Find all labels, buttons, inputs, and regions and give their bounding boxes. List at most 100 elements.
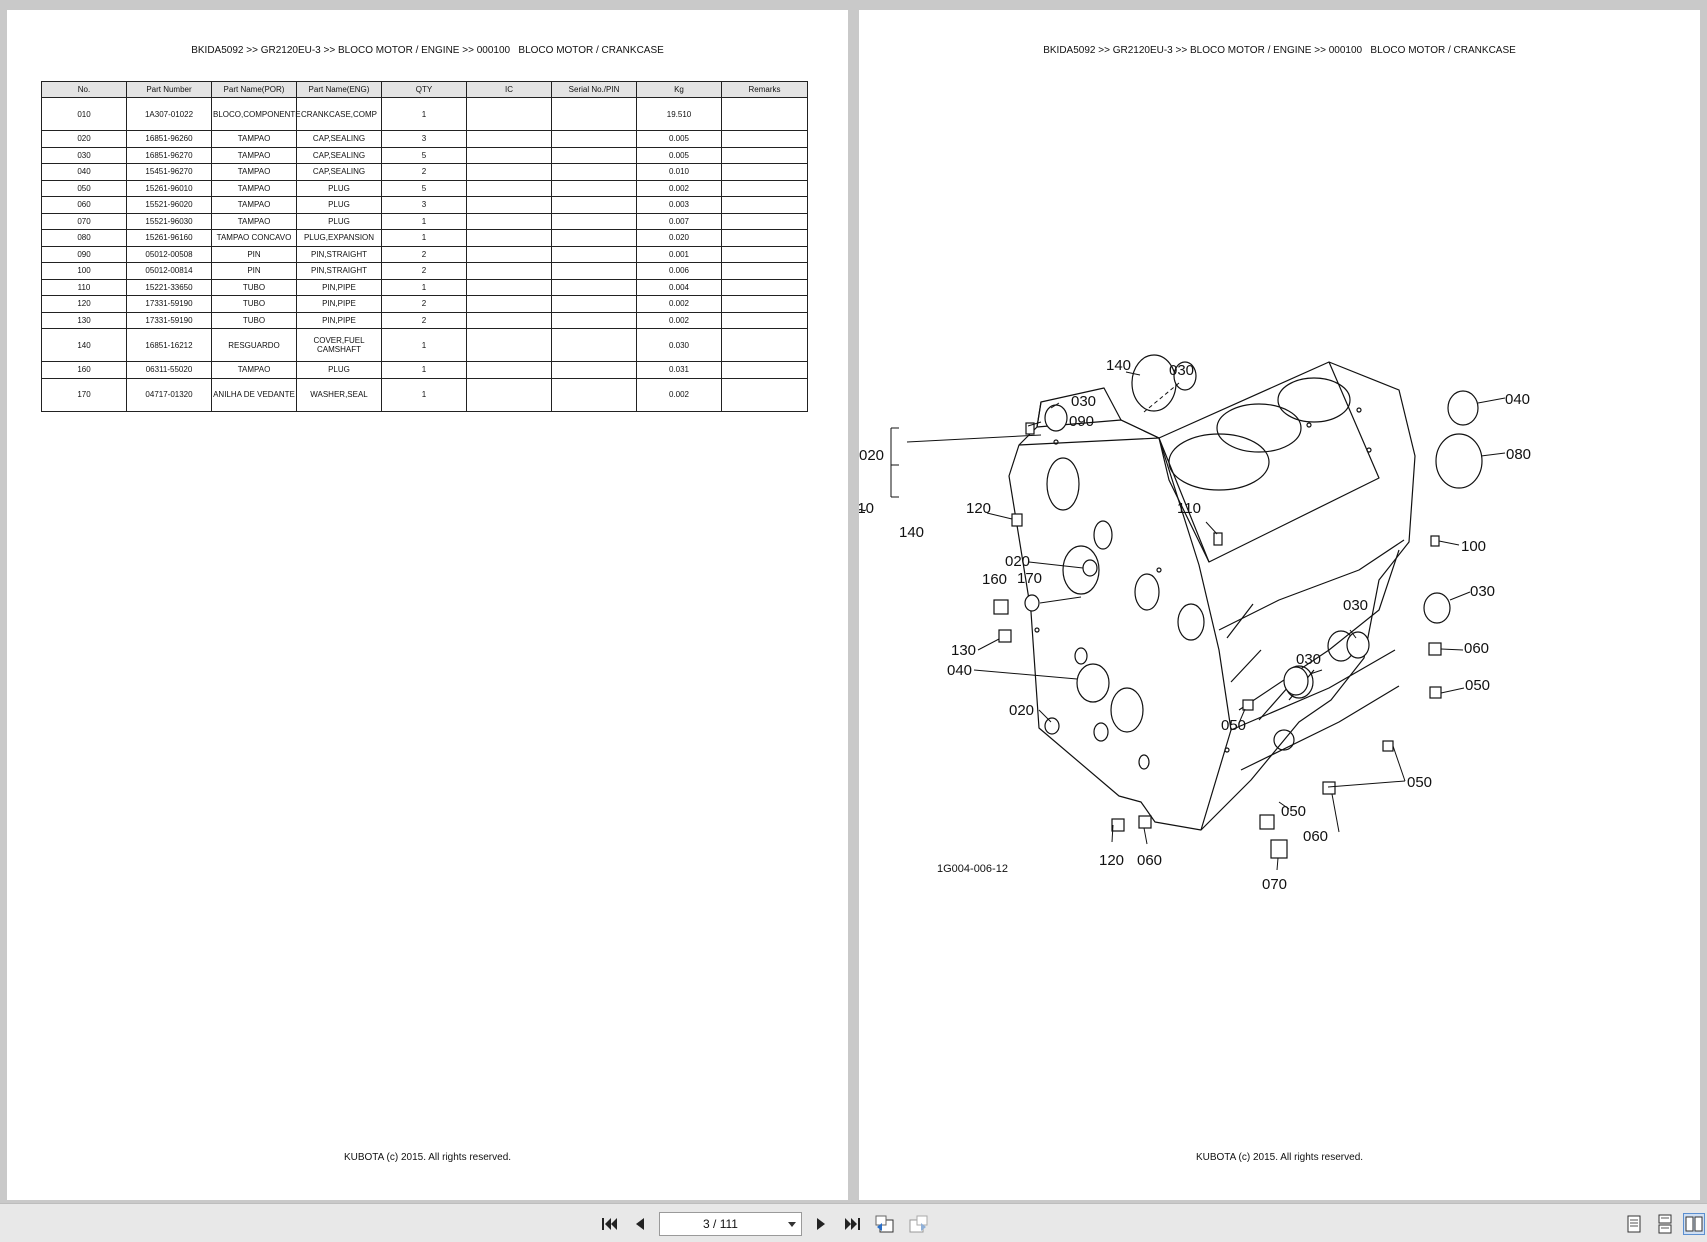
table-cell-name-por: PIN — [211, 262, 297, 280]
table-cell-remarks — [721, 361, 808, 379]
table-cell-qty: 2 — [381, 245, 467, 263]
go-back-button[interactable] — [874, 1213, 896, 1235]
table-cell-kg: 0.002 — [636, 377, 722, 412]
table-cell-part-number: 15221-33650 — [126, 278, 212, 296]
callout-label: 140 — [1106, 357, 1131, 374]
table-cell-name-eng: PLUG — [296, 212, 382, 230]
table-cell-ic — [466, 229, 552, 247]
table-cell-qty: 1 — [381, 361, 467, 379]
table-cell-part-number: 1A307-01022 — [126, 97, 212, 131]
parts-table: No. Part Number Part Name(POR) Part Name… — [41, 81, 808, 412]
table-cell-part-number: 15261-96160 — [126, 229, 212, 247]
table-cell-remarks — [721, 245, 808, 263]
pipe-130-shape — [998, 629, 1012, 643]
callout-label: 060 — [1464, 640, 1489, 657]
next-page-button[interactable] — [810, 1213, 832, 1235]
table-cell-serial — [551, 179, 637, 197]
table-cell-no: 020 — [41, 130, 127, 148]
table-cell-serial — [551, 278, 637, 296]
table-cell-part-number: 17331-59190 — [126, 295, 212, 313]
plug-060-shape — [1259, 814, 1275, 830]
table-cell-serial — [551, 196, 637, 214]
first-page-icon — [602, 1218, 617, 1230]
table-cell-qty: 2 — [381, 311, 467, 329]
table-cell-kg: 0.003 — [636, 196, 722, 214]
table-cell-no: 130 — [41, 311, 127, 329]
table-cell-remarks — [721, 212, 808, 230]
table-cell-no: 060 — [41, 196, 127, 214]
column-header: Kg — [636, 81, 722, 98]
callout-label: 050 — [1281, 803, 1306, 820]
cap-030-shape — [1346, 631, 1370, 659]
callout-label: 170 — [1017, 570, 1042, 587]
callout-label: 040 — [1505, 391, 1530, 408]
table-cell-name-eng: PLUG — [296, 179, 382, 197]
table-cell-part-number: 05012-00814 — [126, 262, 212, 280]
column-header: Part Name(ENG) — [296, 81, 382, 98]
chevron-down-icon — [788, 1222, 796, 1227]
table-cell-qty: 2 — [381, 163, 467, 181]
page-header: BKIDA5092 >> GR2120EU-3 >> BLOCO MOTOR /… — [1043, 45, 1516, 56]
table-cell-serial — [551, 295, 637, 313]
first-page-button[interactable] — [599, 1213, 621, 1235]
column-header: Part Name(POR) — [211, 81, 297, 98]
table-cell-serial — [551, 163, 637, 181]
table-cell-remarks — [721, 262, 808, 280]
callout-label: 050 — [1221, 717, 1246, 734]
callout-label: 030 — [1296, 651, 1321, 668]
table-cell-name-eng: PIN,STRAIGHT — [296, 262, 382, 280]
table-cell-ic — [466, 262, 552, 280]
table-cell-remarks — [721, 146, 808, 164]
table-cell-ic — [466, 146, 552, 164]
plug-080-shape — [1435, 433, 1483, 489]
two-page-view-icon — [1685, 1216, 1703, 1232]
page-number-selector[interactable]: 3 / 111 — [659, 1212, 802, 1236]
continuous-view-button[interactable] — [1654, 1213, 1676, 1235]
last-page-icon — [845, 1218, 860, 1230]
plug-160-shape — [993, 599, 1009, 615]
table-cell-remarks — [721, 163, 808, 181]
go-forward-icon — [909, 1215, 928, 1233]
previous-page-button[interactable] — [629, 1213, 651, 1235]
callout-label: 010 — [859, 500, 874, 517]
table-cell-remarks — [721, 328, 808, 362]
table-cell-serial — [551, 130, 637, 148]
table-cell-kg: 0.001 — [636, 245, 722, 263]
table-cell-qty: 2 — [381, 295, 467, 313]
table-cell-name-por: TUBO — [211, 278, 297, 296]
drawing-code: 1G004-006-12 — [937, 863, 1008, 875]
page-right: BKIDA5092 >> GR2120EU-3 >> BLOCO MOTOR /… — [859, 10, 1700, 1200]
callout-label: 080 — [1506, 446, 1531, 463]
two-page-view-button[interactable] — [1683, 1213, 1705, 1235]
cap-040-shape — [1447, 390, 1479, 426]
callout-label: 060 — [1137, 852, 1162, 869]
leader-lines — [890, 371, 1506, 871]
table-cell-ic — [466, 278, 552, 296]
last-page-button[interactable] — [841, 1213, 863, 1235]
cap-040-shape — [1076, 663, 1110, 703]
plug-050-shape — [1242, 699, 1254, 711]
column-header: QTY — [381, 81, 467, 98]
table-cell-kg: 0.002 — [636, 295, 722, 313]
go-forward-button[interactable] — [907, 1213, 929, 1235]
callout-label: 120 — [1099, 852, 1124, 869]
table-cell-name-por: TAMPAO — [211, 146, 297, 164]
table-cell-serial — [551, 262, 637, 280]
callout-label: 020 — [859, 447, 884, 464]
page-footer: KUBOTA (c) 2015. All rights reserved. — [343, 1152, 512, 1163]
single-page-view-button[interactable] — [1623, 1213, 1645, 1235]
table-cell-no: 070 — [41, 212, 127, 230]
table-cell-qty: 1 — [381, 328, 467, 362]
table-cell-qty: 1 — [381, 278, 467, 296]
page-indicator: 3 / 111 — [703, 1217, 738, 1231]
table-cell-kg: 0.020 — [636, 229, 722, 247]
table-cell-name-eng: CAP,SEALING — [296, 163, 382, 181]
plug-050-shape — [1429, 686, 1442, 699]
table-cell-name-eng: PIN,PIPE — [296, 278, 382, 296]
table-cell-part-number: 15521-96030 — [126, 212, 212, 230]
